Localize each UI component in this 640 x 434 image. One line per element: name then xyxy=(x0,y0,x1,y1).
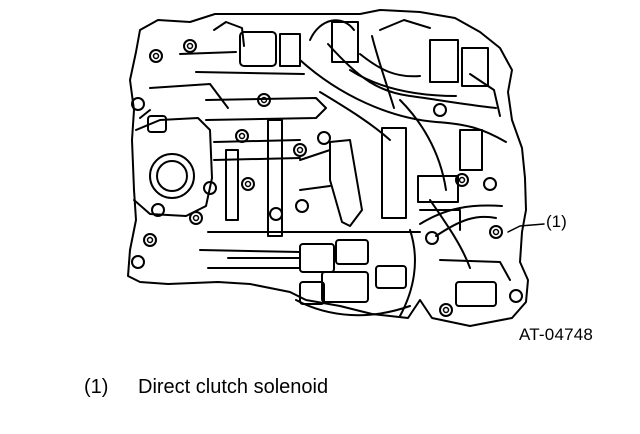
callout-label-1: (1) xyxy=(546,212,567,231)
legend: (1) Direct clutch solenoid xyxy=(84,376,328,399)
legend-item-number: (1) xyxy=(84,376,109,398)
valve-body-figure xyxy=(127,9,545,327)
valve-body-drawing-icon xyxy=(127,9,545,327)
callout-leader-line xyxy=(507,223,545,233)
legend-item-text: Direct clutch solenoid xyxy=(138,376,329,398)
legend-item: (1) Direct clutch solenoid xyxy=(84,376,328,399)
figure-id: AT-04748 xyxy=(519,325,594,344)
